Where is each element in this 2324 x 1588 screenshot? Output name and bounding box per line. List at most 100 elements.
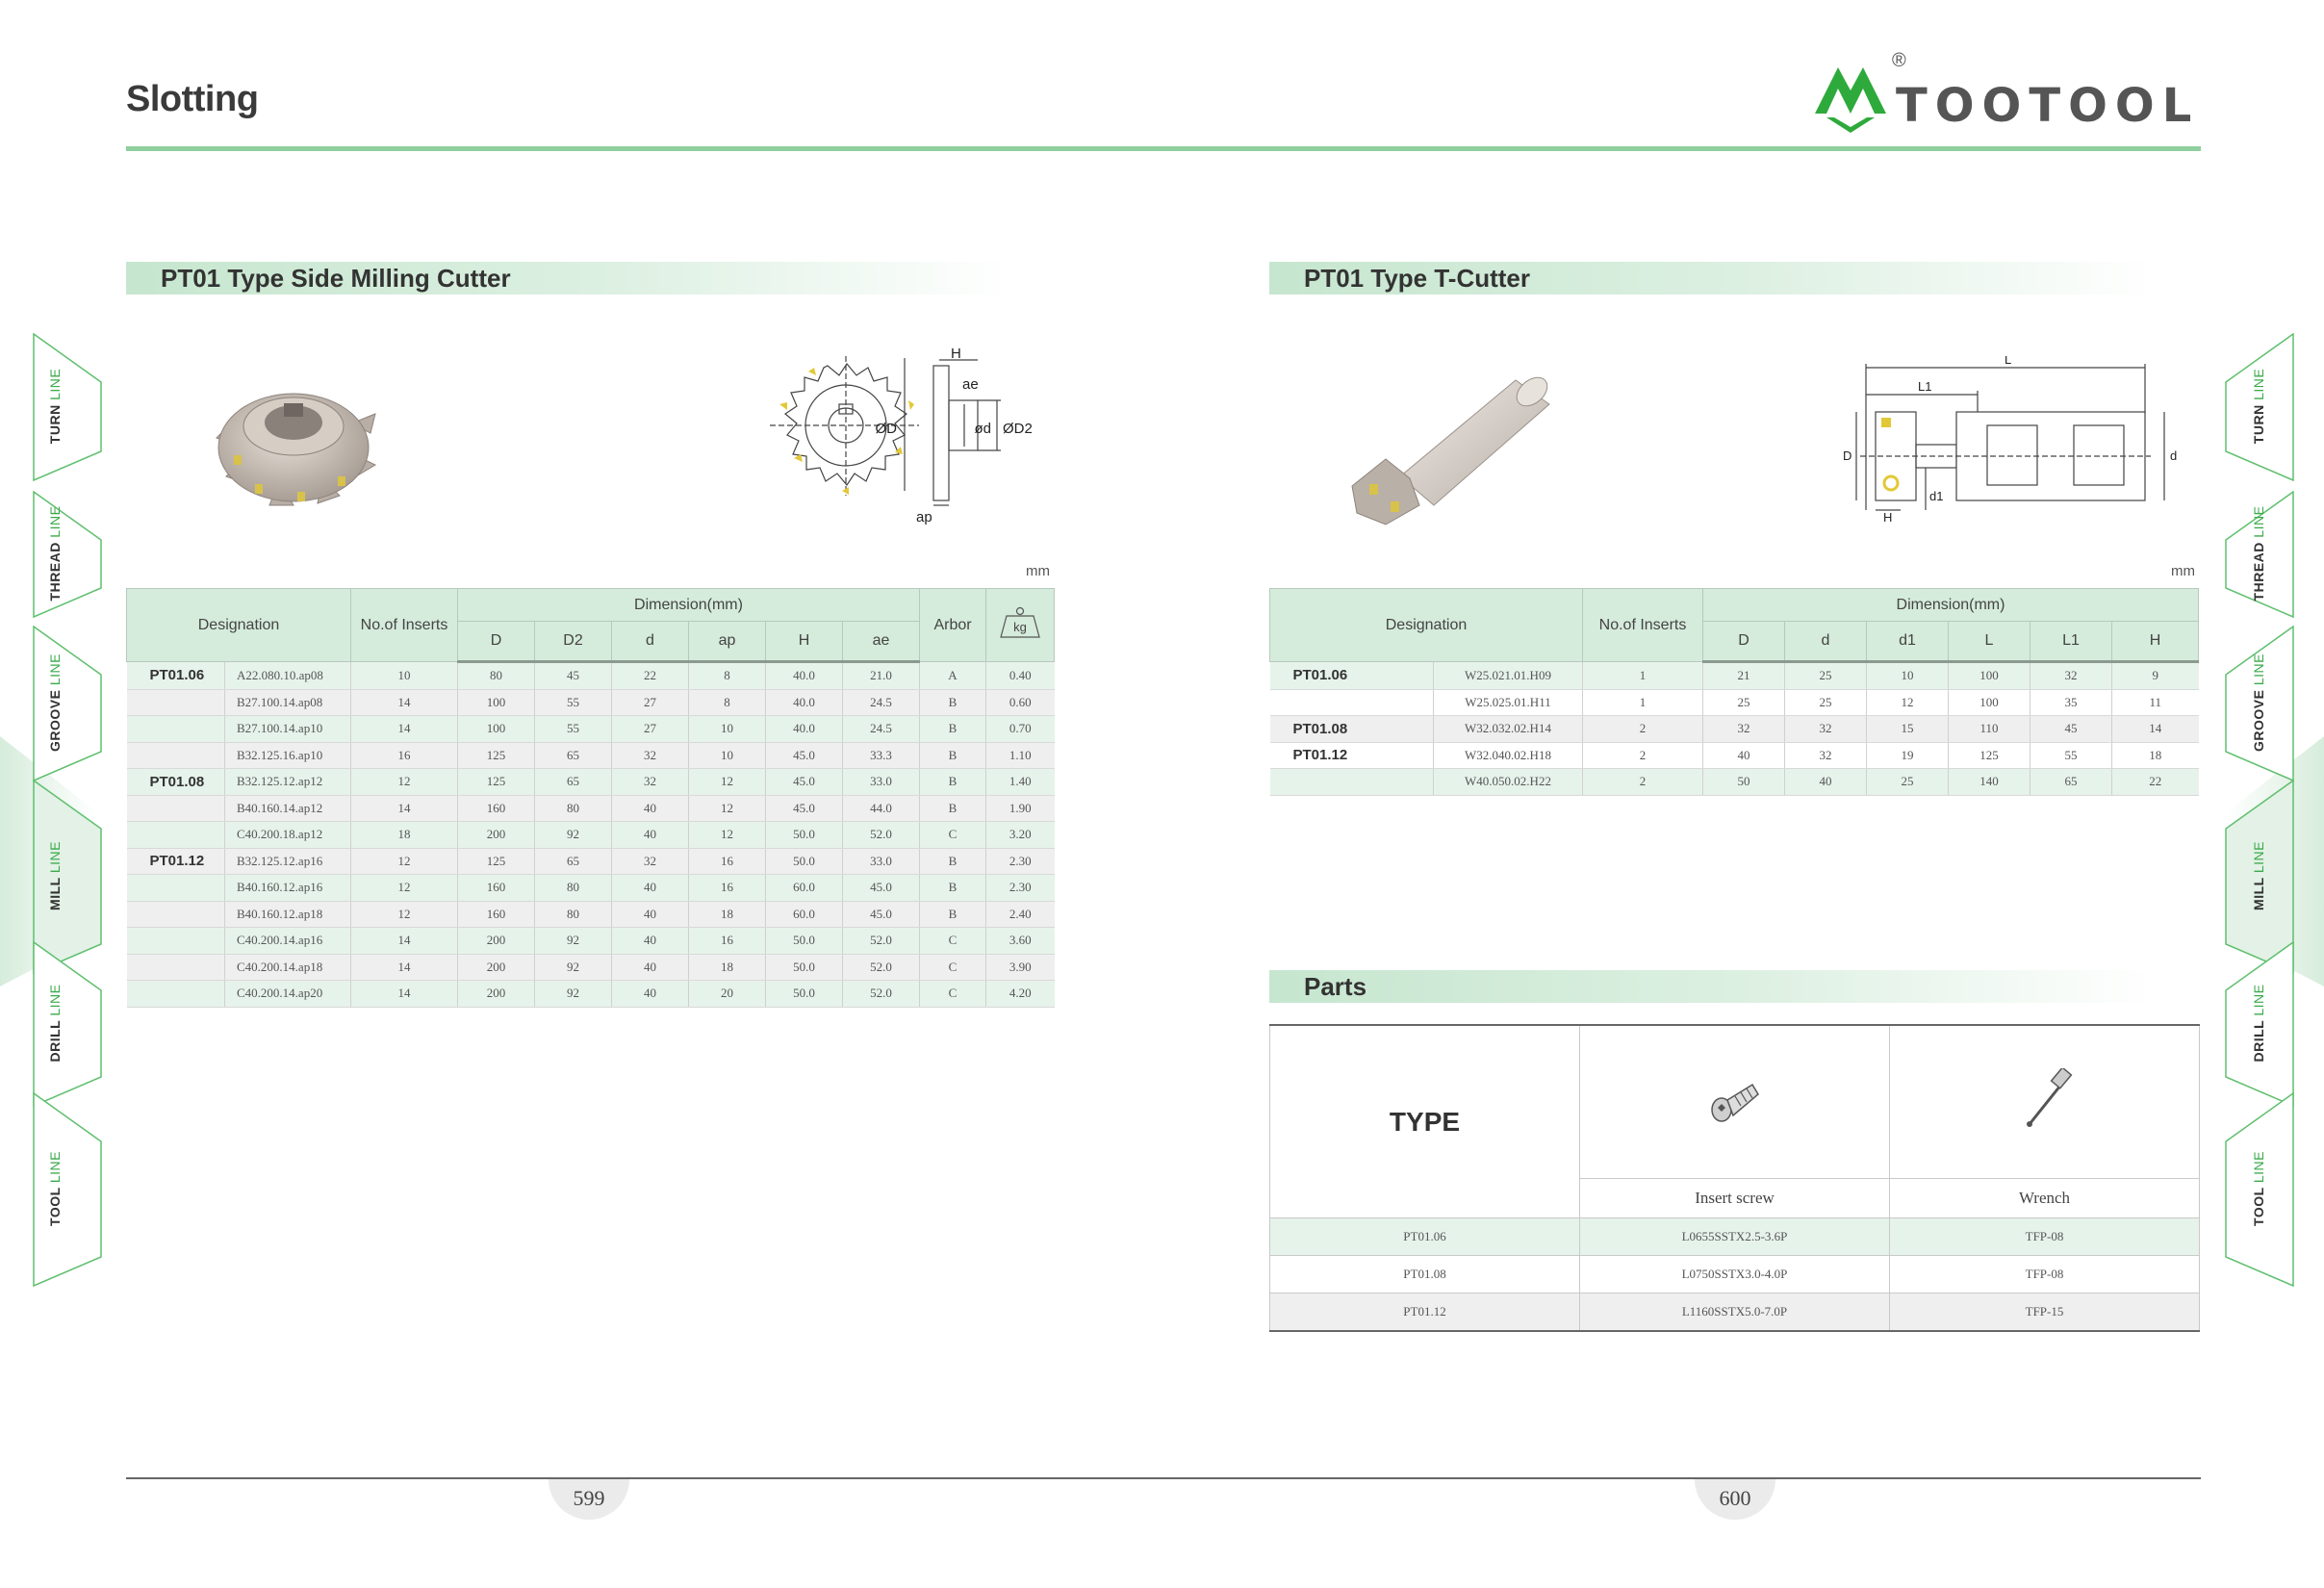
side-tab-thread[interactable]: THREAD LINE [2225,491,2324,618]
side-tab-mill[interactable]: MILL LINE [2225,780,2324,974]
cell-n: 1 [1582,689,1703,716]
side-tab-tool[interactable]: TOOL LINE [33,1092,139,1287]
cell-arbor: B [919,689,986,716]
side-tab-shape [33,491,102,618]
cell-ae: 33.0 [842,848,920,875]
parts-type: PT01.08 [1269,1255,1580,1293]
row-designation: C40.200.14.ap18 [224,954,351,981]
cell-n: 12 [350,874,458,902]
dim-label-ae: ae [962,376,979,393]
dim-label-D: ØD [876,421,898,437]
row-designation: B40.160.12.ap18 [224,901,351,928]
cell-d: 32 [611,848,689,875]
weight-unit-label: kg [1013,620,1027,634]
cell-L1: 65 [2030,768,2112,796]
cell-kg: 3.60 [985,927,1055,955]
side-tab-tool[interactable]: TOOL LINE [2225,1092,2324,1287]
side-milling-cutter-drawing: H ae ØD ød ØD2 ap [770,346,1033,525]
row-group [126,901,225,928]
cell-n: 18 [350,821,458,849]
cell-kg: 3.90 [985,954,1055,981]
cell-L1: 45 [2030,715,2112,743]
insert-screw-image [1579,1024,1890,1179]
side-tab-label: DRILL LINE [40,941,69,1105]
side-tab-thread[interactable]: THREAD LINE [33,491,139,618]
row-designation: B32.125.16.ap10 [224,742,351,769]
side-tab-turn[interactable]: TURN LINE [33,333,139,481]
row-group [126,874,225,902]
dim-label-H-t: H [1883,510,1892,525]
side-tab-sub: LINE [47,505,63,538]
side-tab-mill[interactable]: MILL LINE [33,780,139,974]
cell-ae: 45.0 [842,874,920,902]
cell-arbor: B [919,795,986,822]
dim-label-D-t: D [1843,448,1852,463]
cell-d: 40 [611,901,689,928]
cell-d: 40 [1784,768,1867,796]
cell-n: 14 [350,689,458,716]
side-tab-groove[interactable]: GROOVE LINE [2225,626,2324,781]
row-group: PT01.06 [1269,661,1434,690]
side-tab-drill[interactable]: DRILL LINE [2225,941,2324,1107]
cell-ae: 45.0 [842,901,920,928]
side-tab-groove[interactable]: GROOVE LINE [33,626,139,781]
side-tab-drill[interactable]: DRILL LINE [33,941,139,1107]
row-designation: W25.021.01.H09 [1433,661,1583,690]
cell-H: 50.0 [765,821,843,849]
cell-D: 125 [457,848,535,875]
side-tab-main: MILL [2251,877,2266,910]
side-tab-shape [2225,780,2294,974]
col-d1-t: d1 [1866,621,1949,663]
side-tab-label: DRILL LINE [2244,941,2273,1105]
cell-ae: 44.0 [842,795,920,822]
dim-label-d-t: d [2170,448,2177,463]
col-inserts-t: No.of Inserts [1582,588,1703,662]
cell-arbor: B [919,715,986,743]
side-tab-sub: LINE [2251,984,2266,1016]
row-group: PT01.08 [126,768,225,796]
cell-H: 50.0 [765,848,843,875]
parts-screw: L0750SSTX3.0-4.0P [1579,1255,1890,1293]
tootool-mark-icon [1815,67,1886,133]
row-group [126,689,225,716]
side-tab-main: DRILL [47,1020,63,1063]
col-inserts: No.of Inserts [350,588,458,662]
cell-kg: 1.40 [985,768,1055,796]
cell-ap: 8 [688,661,766,690]
cell-ap: 12 [688,795,766,822]
cell-kg: 2.30 [985,848,1055,875]
row-group [126,715,225,743]
cell-d: 32 [611,742,689,769]
cell-arbor: B [919,901,986,928]
cell-n: 10 [350,661,458,690]
cell-d: 40 [611,821,689,849]
side-tab-turn[interactable]: TURN LINE [2225,333,2324,481]
cell-H: 18 [2111,742,2199,769]
dim-label-d: ød [974,421,991,437]
section-title-side-milling: PT01 Type Side Milling Cutter [126,262,1011,295]
row-designation: B40.160.12.ap16 [224,874,351,902]
side-tab-main: THREAD [47,542,63,602]
side-tab-shape [33,780,102,974]
cell-H: 40.0 [765,661,843,690]
cell-d: 40 [611,954,689,981]
cell-D2: 80 [534,901,612,928]
cell-d: 27 [611,689,689,716]
col-d-t: d [1784,621,1867,663]
cell-kg: 0.60 [985,689,1055,716]
cell-H: 45.0 [765,742,843,769]
side-tab-main: THREAD [2251,542,2266,602]
cell-D: 80 [457,661,535,690]
cell-n: 14 [350,795,458,822]
cell-L1: 55 [2030,742,2112,769]
cell-kg: 2.40 [985,901,1055,928]
page-number-right: 600 [1695,1479,1775,1520]
